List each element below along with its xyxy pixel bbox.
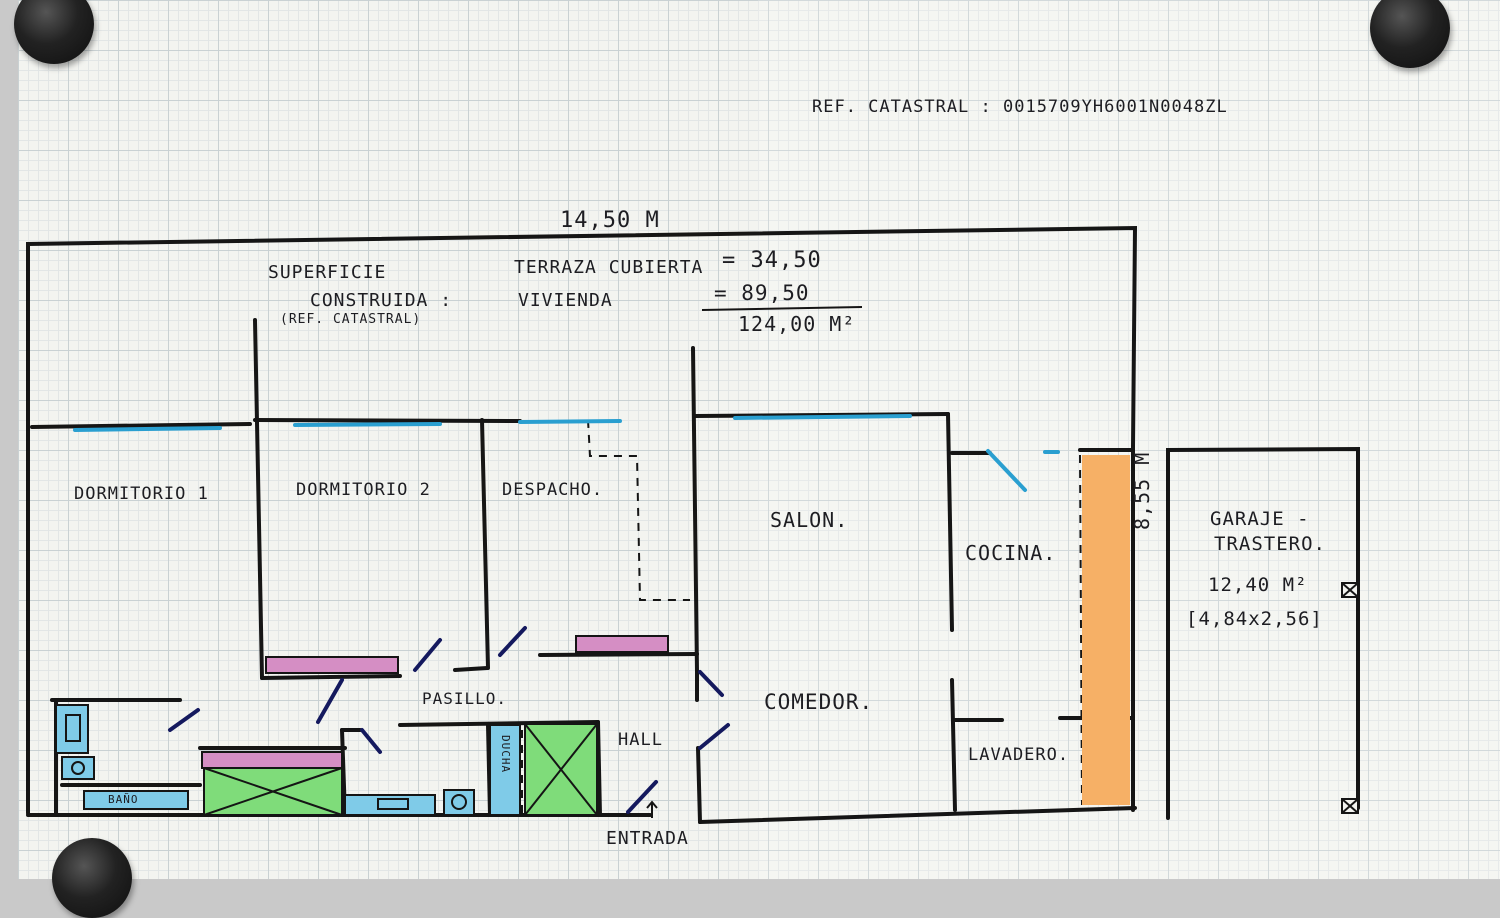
magnet-top-left — [14, 0, 94, 64]
vivienda-label: VIVIENDA — [518, 290, 613, 311]
room-entrada: ENTRADA — [606, 828, 689, 849]
wall — [480, 418, 490, 670]
outer-wall-bottom-right — [698, 806, 1137, 824]
closet-bano — [201, 751, 343, 769]
window — [986, 449, 1027, 492]
wall — [398, 720, 600, 727]
garage-wall — [1166, 446, 1360, 820]
bath-fixture — [443, 789, 475, 816]
bath-fixture — [451, 794, 467, 810]
door — [168, 708, 200, 732]
wall — [950, 678, 957, 812]
surface-label-3: (REF. CATASTRAL) — [280, 312, 422, 327]
door — [360, 728, 382, 754]
wall — [691, 346, 699, 674]
bath-fixture — [61, 756, 95, 780]
room-dormitorio-1: DORMITORIO 1 — [74, 484, 209, 504]
doors — [168, 626, 730, 814]
garaje-dims: [4,84x2,56] — [1186, 608, 1323, 630]
wall — [946, 412, 954, 632]
garaje-label-1: GARAJE - — [1210, 508, 1310, 530]
terraza-value: = 34,50 — [722, 248, 822, 273]
closet-despacho — [575, 635, 669, 653]
outer-wall — [26, 225, 1138, 815]
room-ducha: DUCHA — [499, 735, 512, 774]
wall — [253, 418, 522, 423]
bath-fixture — [344, 794, 436, 816]
wall — [538, 652, 699, 657]
surface-label-1: SUPERFICIE — [268, 262, 387, 283]
room-bano: BAÑO — [108, 793, 139, 806]
wall — [253, 318, 264, 680]
bath-fixture — [65, 714, 81, 742]
entrance-arrow — [646, 800, 658, 818]
surface-label-2: CONSTRUIDA : — [310, 290, 453, 311]
wall — [453, 666, 489, 672]
window — [518, 419, 622, 424]
void-cross — [524, 723, 598, 816]
room-pasillo: PASILLO. — [422, 689, 508, 708]
dashed-wall — [587, 419, 690, 601]
windows — [73, 414, 1060, 492]
bathtub — [83, 790, 189, 810]
dashed-partition — [521, 419, 1083, 815]
door — [413, 638, 442, 672]
room-salon: SALON. — [770, 508, 849, 532]
wall — [596, 720, 602, 817]
vivienda-value: = 89,50 — [714, 281, 810, 305]
bath-fixture — [55, 704, 89, 754]
wall — [696, 746, 702, 824]
room-cocina: COCINA. — [965, 541, 1057, 565]
magnet-top-right — [1370, 0, 1450, 68]
window — [73, 426, 222, 432]
closet-dormitorio-2 — [265, 656, 399, 674]
shower — [489, 724, 521, 816]
door — [626, 780, 658, 814]
dashed-wall — [1079, 454, 1083, 806]
vent-cross — [1341, 582, 1359, 598]
cadastral-ref: REF. CATASTRAL : 0015709YH6001N0048ZL — [812, 97, 1228, 117]
wall — [260, 674, 402, 680]
room-lavadero: LAVADERO. — [968, 745, 1070, 765]
room-comedor: COMEDOR. — [764, 690, 874, 714]
interior-walls — [30, 318, 1360, 824]
void-cross — [203, 767, 343, 816]
surface-total: 124,00 M² — [738, 312, 856, 336]
width-dimension: 14,50 M — [560, 208, 660, 233]
garaje-area: 12,40 M² — [1208, 574, 1308, 596]
garage-vents — [1341, 582, 1359, 814]
window — [733, 414, 912, 420]
depth-dimension: 8,55 M — [1130, 451, 1154, 530]
bath-fixture — [71, 761, 85, 775]
graph-paper — [18, 0, 1500, 879]
garaje-label-2: TRASTERO. — [1214, 533, 1326, 555]
kitchen-counter — [1082, 455, 1130, 805]
door — [698, 670, 724, 697]
bath-fixtures — [55, 704, 521, 816]
bath-fixture — [377, 798, 409, 810]
voids — [203, 723, 598, 816]
room-hall: HALL — [618, 730, 663, 750]
floor-plan — [26, 225, 1360, 824]
wall — [30, 422, 252, 429]
room-dormitorio-2: DORMITORIO 2 — [296, 480, 431, 500]
terraza-label: TERRAZA CUBIERTA — [514, 257, 704, 278]
door — [498, 626, 527, 657]
door — [698, 723, 730, 750]
door — [316, 678, 344, 724]
closets — [201, 635, 669, 769]
sum-line — [701, 306, 863, 311]
vent-cross — [1341, 798, 1359, 814]
window — [293, 422, 442, 427]
room-despacho: DESPACHO. — [502, 480, 604, 500]
